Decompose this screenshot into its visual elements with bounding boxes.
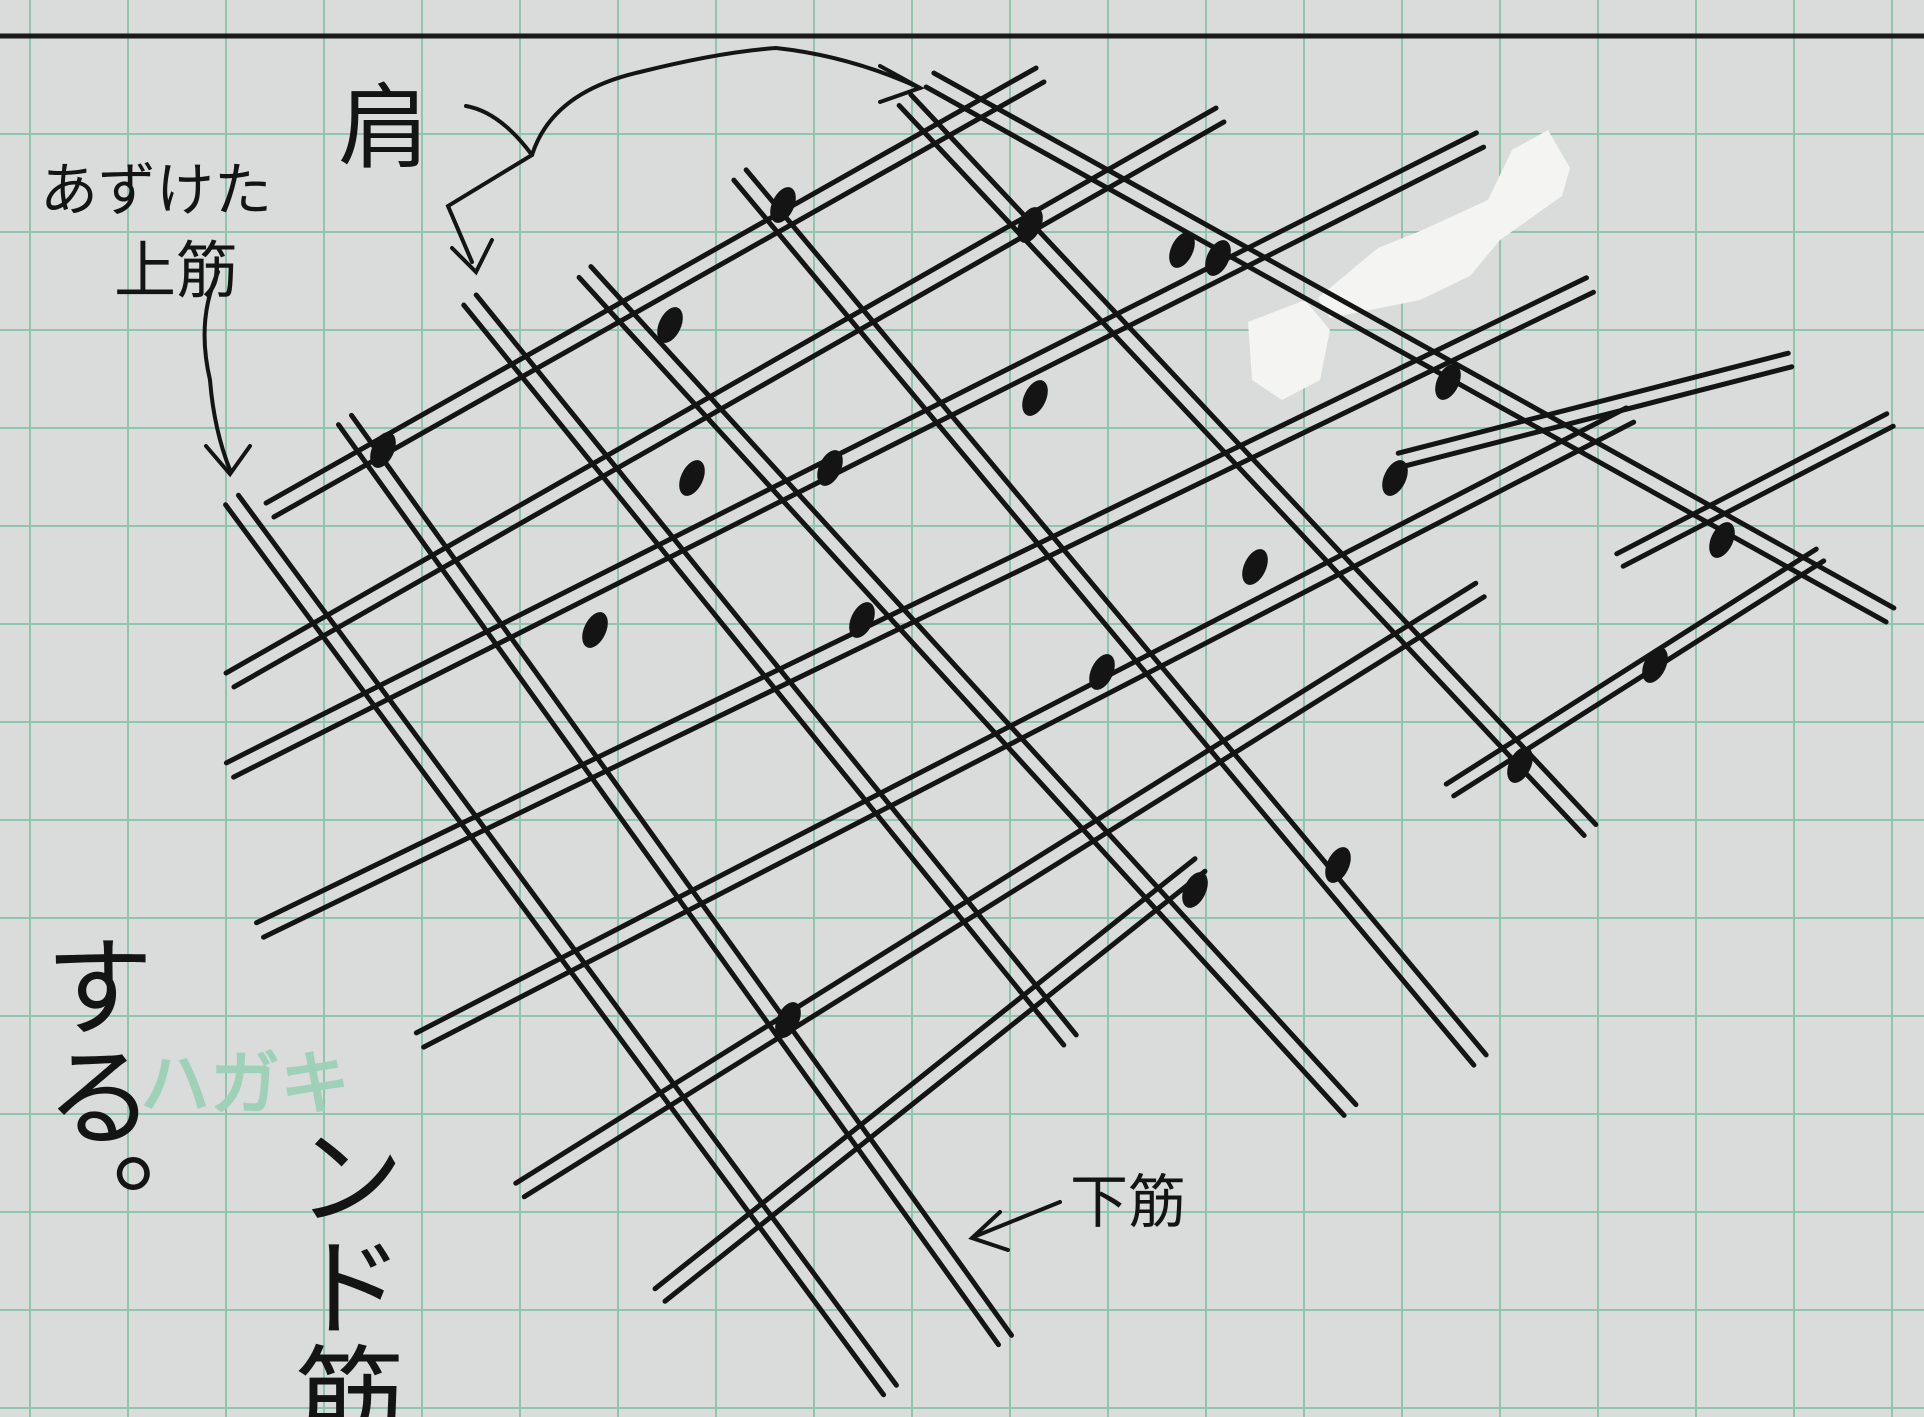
printed-hagaki-mark: ハガキ bbox=[140, 1043, 350, 1125]
shoulder-label: 肩 bbox=[338, 75, 430, 182]
raised-upper-bar-label-line1: あずけた bbox=[40, 156, 272, 224]
vertical-text-left: する。 bbox=[26, 930, 154, 1260]
raised-upper-bar-label-line2: 上筋 bbox=[114, 234, 238, 307]
vertical-text-right: ンド筋 bbox=[276, 1120, 404, 1417]
lower-bar-label: 下筋 bbox=[1070, 1168, 1186, 1236]
